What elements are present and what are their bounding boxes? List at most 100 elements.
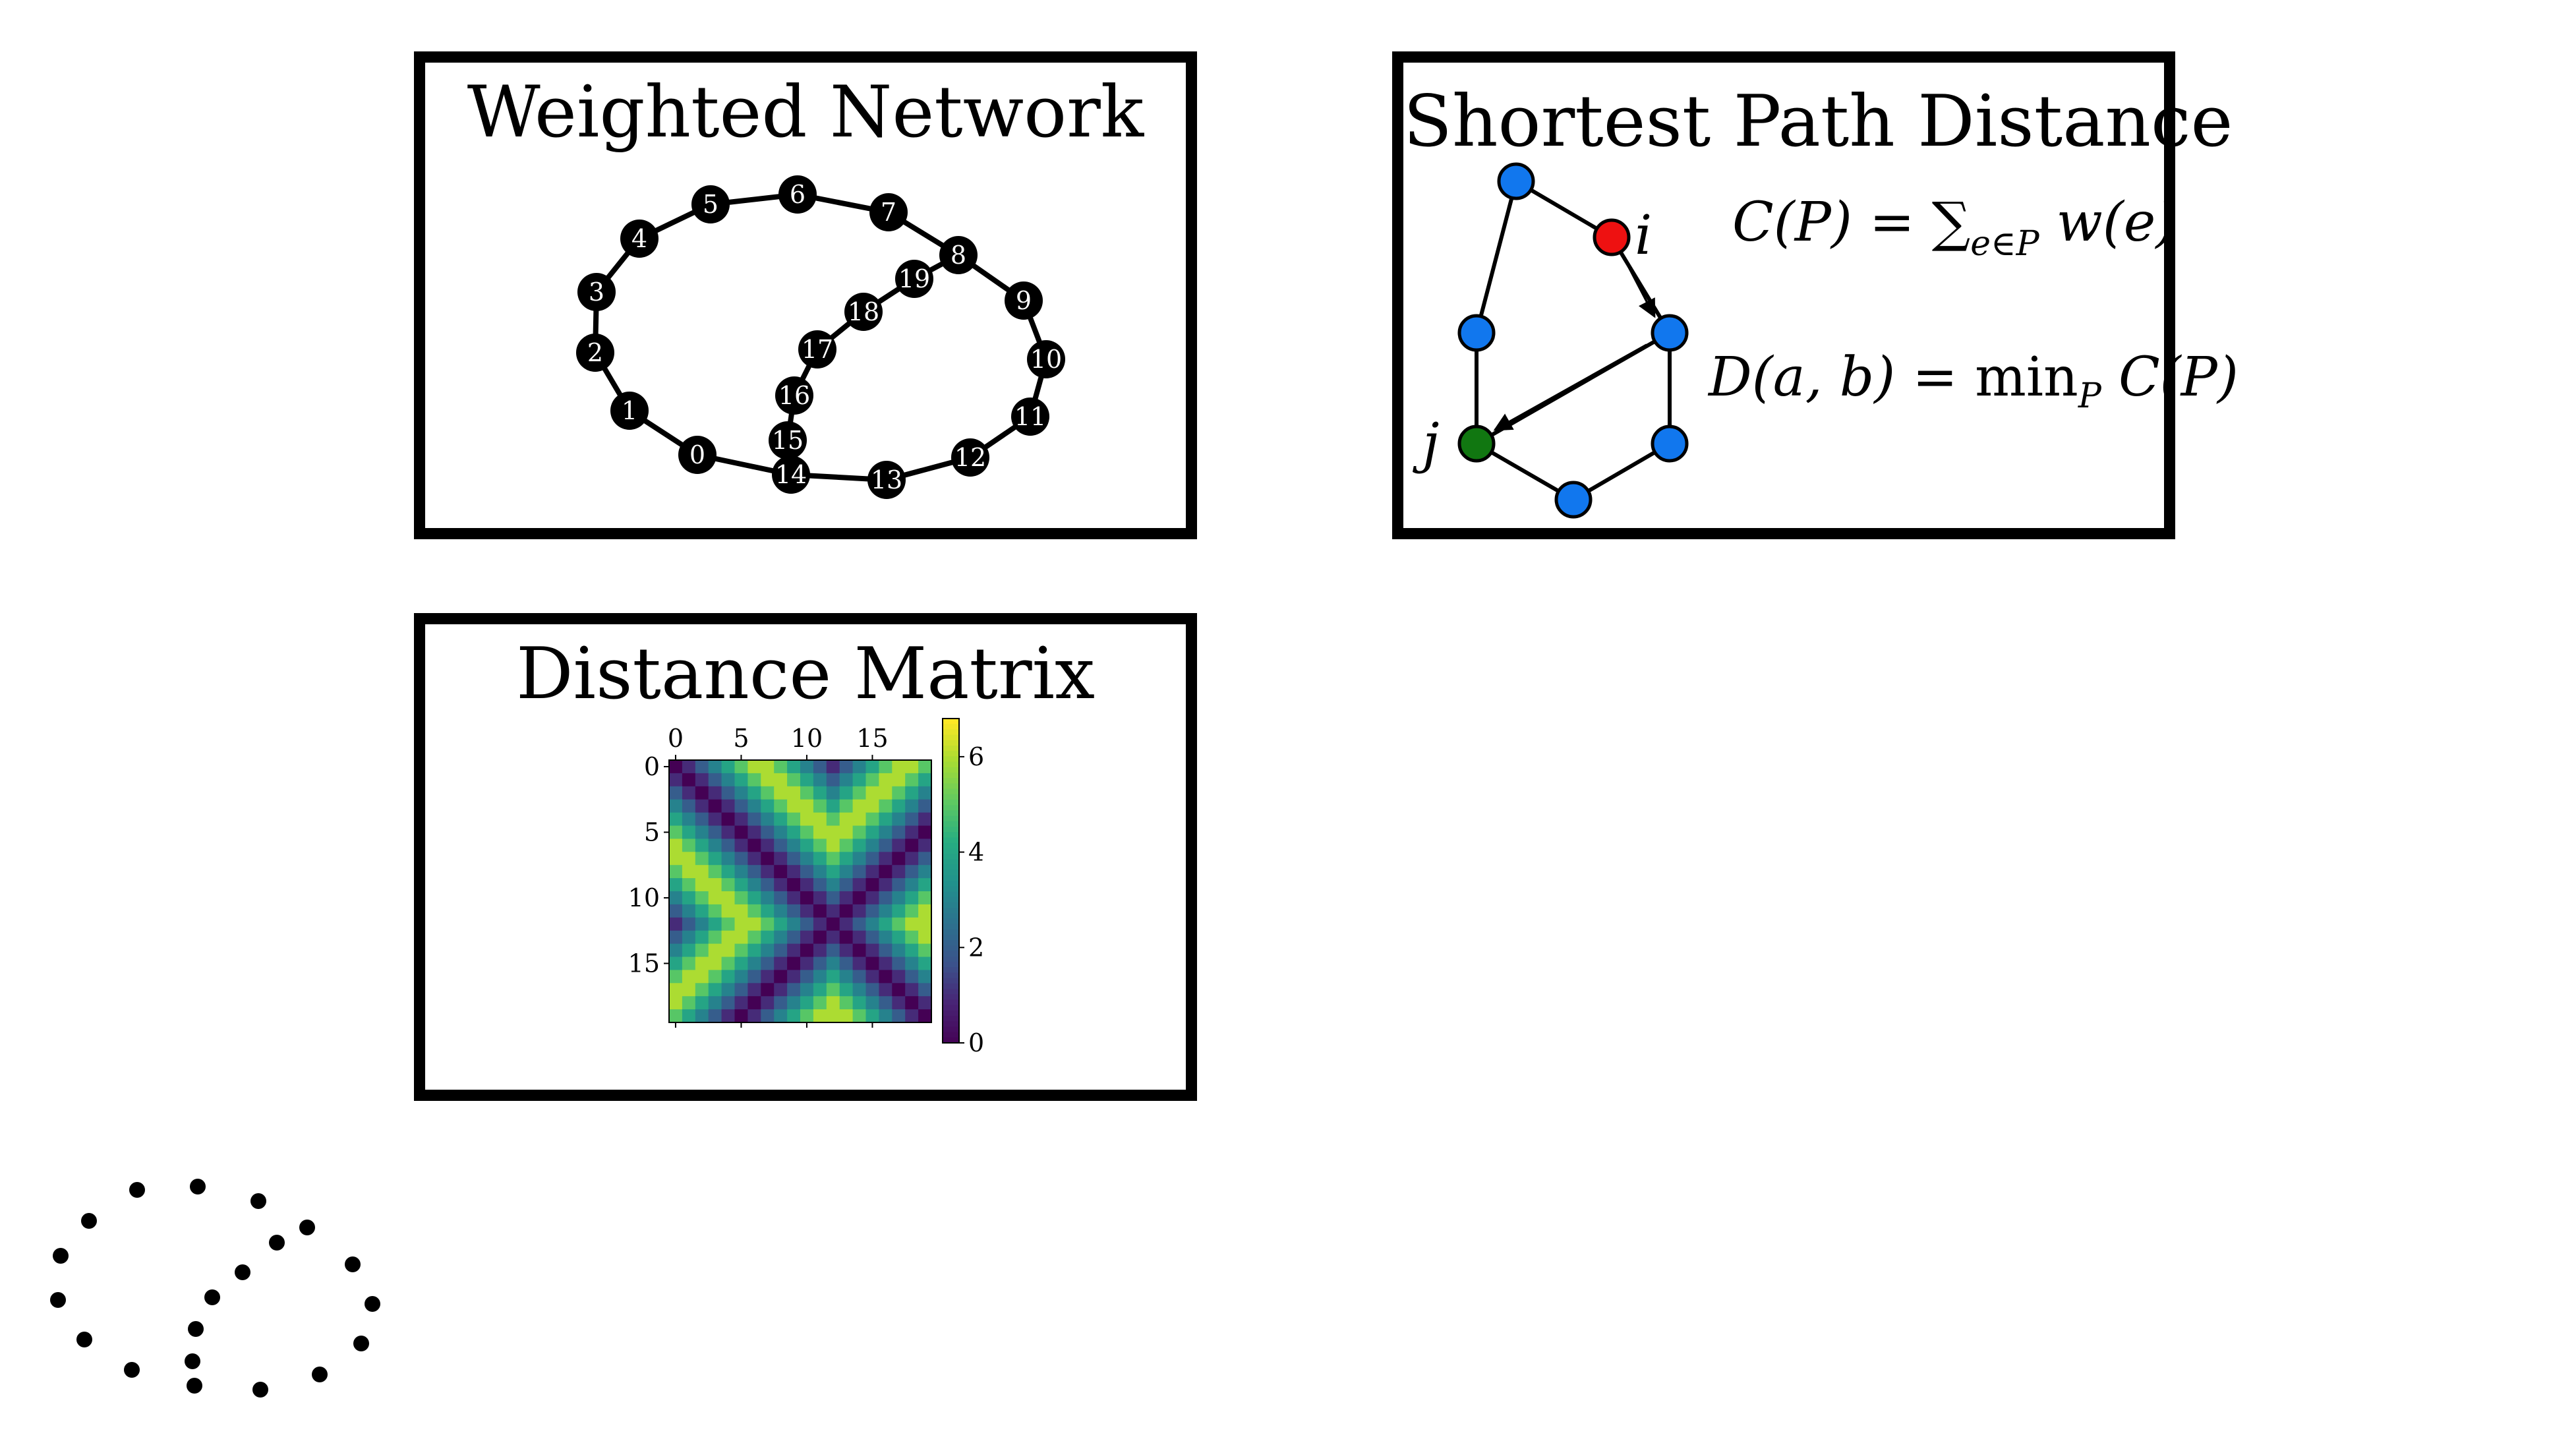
heatmap-cell <box>839 904 854 918</box>
network-node: 10 <box>1027 340 1065 378</box>
y-tick-label: 10 <box>628 883 660 912</box>
colorbar-segment <box>943 902 959 908</box>
colorbar-segment <box>943 821 959 827</box>
heatmap-cell <box>761 904 775 918</box>
colorbar-segment <box>943 1010 959 1017</box>
colorbar-segment <box>943 967 959 974</box>
colorbar-segment <box>943 891 959 898</box>
heatmap-cell <box>682 996 696 1010</box>
heatmap-cell <box>826 812 840 827</box>
heatmap-cell <box>761 891 775 905</box>
heatmap-cell <box>879 930 893 945</box>
network-node: 7 <box>869 193 908 231</box>
heatmap-cell <box>721 799 736 813</box>
heatmap-cell <box>813 865 827 879</box>
heatmap-cell <box>747 957 761 970</box>
heatmap-cell <box>918 865 932 879</box>
colorbar-segment <box>943 913 959 920</box>
heatmap-cell <box>865 943 879 958</box>
heatmap-cell <box>905 904 919 918</box>
heatmap-cell <box>892 970 906 984</box>
colorbar-segment <box>943 935 959 941</box>
heatmap-cell <box>918 825 932 839</box>
heatmap-cell <box>800 865 814 879</box>
network-node: 0 <box>678 436 717 474</box>
network-node-label: 15 <box>772 426 804 455</box>
heatmap-cell <box>852 760 867 774</box>
heatmap-cell <box>813 825 827 839</box>
network-node-circle <box>844 293 883 331</box>
heatmap-cell <box>787 799 801 813</box>
network-node-circle <box>1005 281 1043 320</box>
heatmap-cell <box>839 773 854 787</box>
heatmap-cell <box>721 839 736 852</box>
heatmap-cell <box>879 891 893 905</box>
network-node: 4 <box>620 220 659 258</box>
heatmap-cell <box>800 786 814 800</box>
colorbar-segment <box>943 794 959 800</box>
heatmap-cell <box>761 760 775 774</box>
heatmap-cell <box>761 786 775 800</box>
colorbar-segment <box>943 886 959 893</box>
heatmap-cell <box>787 996 801 1010</box>
heatmap-cell <box>813 1009 827 1023</box>
network-node-circle <box>576 334 614 372</box>
heatmap-cell <box>708 917 722 931</box>
heatmap-cell <box>747 943 761 958</box>
heatmap-cell <box>708 878 722 892</box>
heatmap-cell <box>813 852 827 866</box>
heatmap-cell <box>774 773 788 787</box>
heatmap-cell <box>734 1009 748 1023</box>
heatmap-cell <box>800 825 814 839</box>
heatmap-cell <box>734 760 748 774</box>
heatmap-cell <box>747 917 761 931</box>
dot <box>353 1336 369 1351</box>
heatmap-cell <box>695 904 709 918</box>
heatmap-cell <box>761 839 775 852</box>
heatmap-cell <box>826 865 840 879</box>
heatmap-cell <box>800 891 814 905</box>
colorbar-segment <box>943 989 959 995</box>
colorbar-segment <box>943 756 959 763</box>
heatmap-cell <box>682 760 696 774</box>
heatmap-cell <box>695 970 709 984</box>
heatmap-cell <box>734 891 748 905</box>
colorbar-segment <box>943 778 959 784</box>
heatmap-cell <box>813 943 827 958</box>
heatmap-cell <box>800 917 814 931</box>
heatmap-cell <box>761 957 775 970</box>
heatmap-cell <box>669 891 683 905</box>
heatmap-cell <box>918 839 932 852</box>
heatmap-cell <box>905 943 919 958</box>
network-node-circle <box>869 193 908 231</box>
heatmap-cell <box>865 839 879 852</box>
heatmap-cell <box>734 983 748 997</box>
colorbar-segment <box>943 999 959 1006</box>
heatmap-cell <box>892 839 906 852</box>
sp-node-i <box>1593 218 1631 256</box>
heatmap-cell <box>669 904 683 918</box>
heatmap-cell <box>879 865 893 879</box>
heatmap-cell <box>761 865 775 879</box>
network-node-label: 12 <box>954 443 986 472</box>
heatmap-cell <box>682 825 696 839</box>
label-i: i <box>1635 204 1652 267</box>
heatmap-cell <box>852 957 867 970</box>
heatmap-cell <box>918 996 932 1010</box>
heatmap-cell <box>761 825 775 839</box>
heatmap-cell <box>918 904 932 918</box>
heatmap-cell <box>747 812 761 827</box>
heatmap-cell <box>826 957 840 970</box>
heatmap-cell <box>800 970 814 984</box>
heatmap-cell <box>826 943 840 958</box>
network-node-label: 19 <box>898 264 930 293</box>
heatmap-cell <box>708 983 722 997</box>
heatmap-cell <box>813 996 827 1010</box>
heatmap-cell <box>695 825 709 839</box>
heatmap-cell <box>734 852 748 866</box>
heatmap-cell <box>839 799 854 813</box>
heatmap-cell <box>774 930 788 945</box>
heatmap-cell <box>787 1009 801 1023</box>
colorbar-segment <box>943 761 959 768</box>
heatmap-cell <box>852 1009 867 1023</box>
